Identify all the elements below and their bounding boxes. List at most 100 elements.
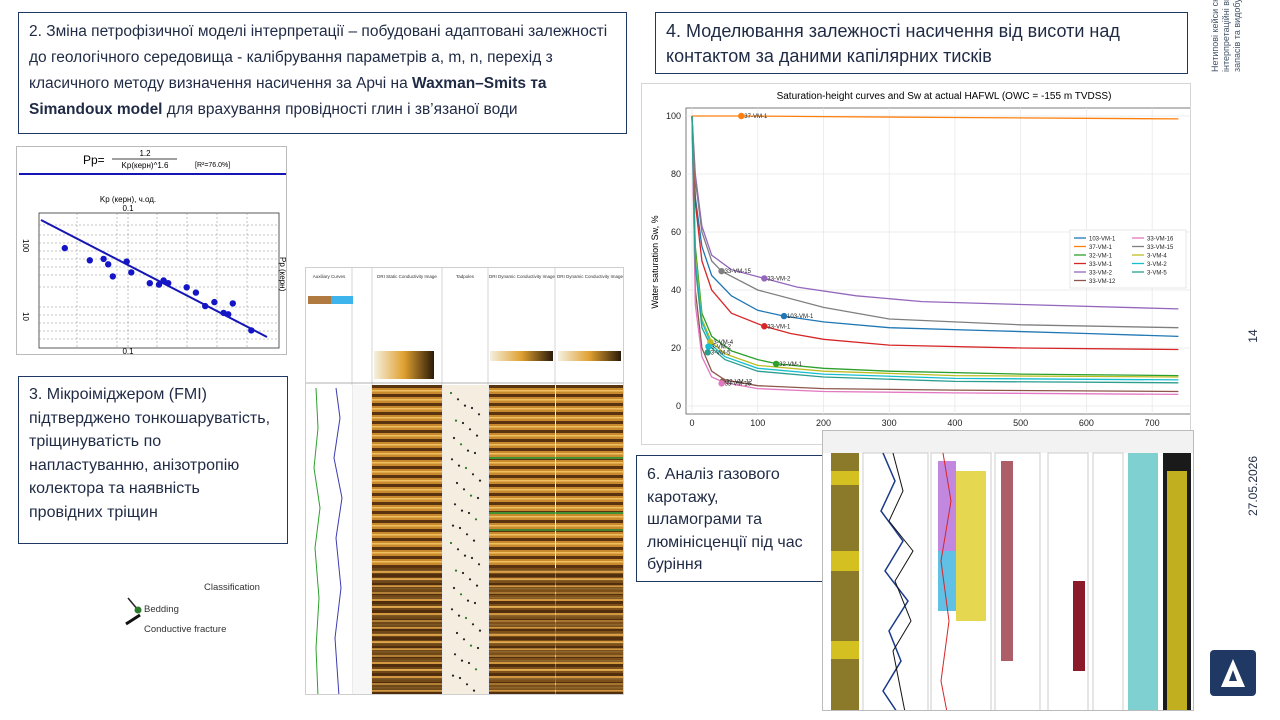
saturation-height-chart: Saturation-height curves and Sw at actua…	[650, 91, 1190, 428]
tadpole-marker	[450, 458, 454, 461]
logo-triangle-icon	[1221, 659, 1245, 687]
static-image-scale	[374, 351, 434, 379]
chart-data-point	[718, 267, 725, 275]
chart-data-point	[761, 323, 768, 330]
crossplot-grid	[39, 213, 279, 348]
chart-xtick-label: 300	[882, 418, 897, 428]
chart-series-line	[691, 115, 1179, 338]
chart-legend-label: 33-VM-16	[1147, 237, 1174, 243]
tadpole-marker	[460, 509, 464, 512]
fmi-track-header: DRI Static Conductivity Image	[377, 274, 437, 279]
fmi-track-header: Auxiliary Curves	[313, 274, 346, 279]
gas-logging-textbox: 6. Аналіз газового каротажу, шламограми …	[636, 455, 823, 582]
description-red-block	[1073, 581, 1085, 671]
tadpole-marker	[472, 539, 476, 542]
tadpole-marker	[471, 473, 475, 476]
chart-point-label: 3-VM-5	[711, 350, 731, 356]
presentation-date: 27.05.2026	[1246, 455, 1260, 517]
crossplot-frame	[38, 212, 280, 349]
tadpole-marker	[473, 451, 477, 455]
chart-xtick-label: 200	[816, 418, 831, 428]
tadpole-marker	[452, 586, 456, 590]
crossplot-point	[211, 298, 218, 306]
chart-ylabel: Water saturation Sw, %	[650, 215, 660, 308]
tadpole-marker	[469, 494, 473, 497]
tadpole-marker	[478, 479, 482, 482]
crossplot-svg: Pp= 1.2 Kp(керн)^1.6 [R²=76.0%] Kp (керн…	[19, 149, 286, 354]
tadpole-marker	[466, 449, 470, 452]
tadpole-marker	[474, 668, 478, 671]
crossplot-point	[109, 273, 117, 280]
chart-ytick-label: 100	[666, 111, 681, 121]
dynamic-image-scale-2	[558, 351, 621, 361]
tadpole-marker	[473, 601, 477, 605]
aux-curves-track	[306, 385, 352, 694]
petrophysical-model-textbox: 2. Зміна петрофізичної моделі інтерпрета…	[18, 12, 627, 134]
chart-legend: 103-VM-137-VM-132-VM-133-VM-133-VM-233-V…	[1069, 229, 1187, 289]
interpretation-track	[1092, 452, 1124, 710]
tadpole-marker	[454, 569, 458, 572]
chart-data-point	[738, 112, 745, 120]
tadpole-marker	[464, 616, 468, 620]
fmi-svg: Auxiliary Curves DRI Static Conductivity …	[306, 268, 623, 694]
formula-denominator: Kp(керн)^1.6	[122, 161, 169, 170]
chart-series-line	[691, 115, 1179, 377]
crossplot-point	[105, 261, 112, 268]
fmi-textbox: 3. Мікроіміджером (FMI) підтверджено тон…	[18, 376, 288, 544]
chart-point-label: 33-VM-2	[767, 276, 791, 282]
chart-point-label: 3-VM-4	[713, 340, 733, 346]
static-image-dark-zone	[372, 568, 442, 694]
tadpole-marker	[456, 548, 460, 551]
fluorescence-purple	[938, 461, 956, 551]
chart-point-label: 33-VM-1	[767, 324, 791, 330]
mud-log-header	[823, 431, 1193, 453]
tadpole-marker	[456, 398, 460, 401]
classification-item-conductive-fracture: Conductive fracture	[144, 624, 227, 635]
tadpole-marker	[478, 629, 482, 632]
chart-data-point	[705, 343, 712, 350]
tadpole-marker	[453, 503, 457, 506]
chart-point-label: 33-VM-16	[725, 381, 752, 387]
tadpole-marker	[451, 524, 455, 527]
chart-xtick-label: 100	[750, 418, 765, 428]
tadpole-marker	[455, 481, 459, 485]
tadpole-marker	[461, 571, 465, 575]
chart-ytick-label: 40	[671, 285, 681, 295]
crossplot-point	[128, 269, 135, 276]
chart-data-point	[718, 380, 725, 387]
chart-xtick-label: 600	[1079, 418, 1094, 428]
tadpole-marker	[467, 511, 471, 515]
mud-log-svg	[823, 431, 1193, 710]
tadpole-markers	[449, 391, 482, 692]
tadpole-marker	[460, 659, 464, 662]
tadpole-marker	[477, 413, 481, 416]
presentation-title-vertical: Нетипові кейси складнопобудованих колект…	[1210, 0, 1242, 72]
crossplot-ytick-100: 100	[21, 239, 30, 253]
box2-text-bold: Waxman–Smits та Simandoux model	[29, 75, 547, 118]
chart-legend-label: 3-VM-2	[1147, 262, 1167, 268]
classification-title: Classification	[204, 582, 260, 593]
crossplot-point	[202, 302, 209, 310]
classification-symbols	[125, 597, 142, 626]
chart-xtick-label: 0	[689, 418, 694, 428]
chart-labeled-points: 37-VM-133-VM-1533-VM-2103-VM-133-VM-13-V…	[704, 112, 814, 387]
chart-data-point	[761, 275, 768, 282]
dynamic-image-dark-zone	[489, 568, 623, 694]
porosity-resistivity-crossplot: Pp= 1.2 Kp(керн)^1.6 [R²=76.0%] Kp (керн…	[16, 146, 287, 355]
image-track-yellow	[1167, 471, 1187, 710]
tadpole-marker	[459, 593, 463, 596]
chart-series-line	[692, 115, 1179, 120]
tadpole-marker	[450, 608, 454, 611]
tadpole-marker	[475, 584, 479, 587]
crossplot-point	[123, 258, 130, 265]
tadpole-marker	[461, 421, 465, 425]
bedding-dot-icon	[134, 606, 142, 614]
chart-ytick-label: 20	[671, 343, 681, 353]
tadpole-marker	[468, 428, 472, 431]
chart-point-label: 33-VM-12	[726, 379, 753, 385]
box6-text: 6. Аналіз газового каротажу, шламограми …	[647, 466, 803, 573]
shows-red-bars	[1001, 461, 1013, 661]
tadpole-marker	[449, 391, 453, 395]
tadpole-marker	[467, 661, 471, 665]
chart-legend-label: 103-VM-1	[1089, 237, 1116, 243]
